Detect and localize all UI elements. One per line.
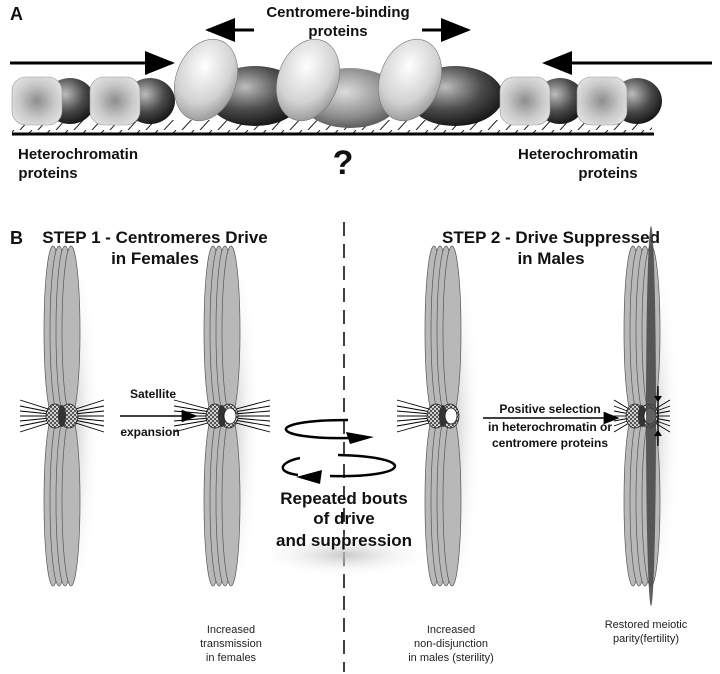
- svg-text:in Males: in Males: [517, 249, 584, 268]
- chromosome-initial: [19, 236, 105, 616]
- caption-restored-parity: Restored meiotic parity(fertility): [605, 619, 688, 645]
- chromosome-restored: [613, 226, 680, 616]
- svg-text:Centromere-binding: Centromere-binding: [266, 4, 409, 21]
- question-mark: ?: [333, 144, 354, 182]
- centromere-binding-label: Centromere-binding proteins: [266, 4, 409, 40]
- svg-text:Heterochromatin: Heterochromatin: [518, 146, 638, 163]
- centromere-binding-proteins: [174, 38, 442, 122]
- svg-text:non-disjunction: non-disjunction: [414, 638, 488, 650]
- spindle-fibers: [396, 399, 432, 433]
- svg-text:Repeated bouts: Repeated bouts: [280, 489, 408, 508]
- svg-text:of drive: of drive: [313, 509, 374, 528]
- svg-text:Satellite: Satellite: [130, 387, 176, 401]
- svg-text:in males (sterility): in males (sterility): [408, 652, 494, 664]
- right-heterochromatin-proteins: [499, 76, 662, 126]
- caption-increased-transmission: Increased transmission in females: [200, 624, 262, 664]
- spindle-fibers: [19, 399, 105, 433]
- left-heterochromatin-label: Heterochromatin proteins: [18, 146, 138, 182]
- svg-text:Restored meiotic: Restored meiotic: [605, 619, 688, 631]
- positive-selection-label: Positive selection in heterochromatin or…: [488, 402, 612, 450]
- svg-text:Positive selection: Positive selection: [499, 402, 600, 416]
- svg-text:Increased: Increased: [207, 624, 255, 636]
- satellite-expansion-label: Satellite expansion: [120, 387, 179, 439]
- chromosome-satellite-expanded: [173, 236, 271, 616]
- expanded-satellite: [223, 407, 237, 425]
- chromosome-diagrams: [19, 226, 680, 616]
- svg-text:centromere proteins: centromere proteins: [492, 436, 608, 450]
- expanded-satellite: [444, 407, 458, 425]
- svg-text:STEP 1 - Centromeres Drive: STEP 1 - Centromeres Drive: [42, 228, 268, 247]
- svg-text:parity(fertility): parity(fertility): [613, 633, 679, 645]
- step2-heading: STEP 2 - Drive Suppressed in Males: [442, 228, 660, 268]
- svg-text:in heterochromatin or: in heterochromatin or: [488, 420, 612, 434]
- panel-b-letter: B: [10, 228, 23, 248]
- svg-text:in Females: in Females: [111, 249, 199, 268]
- svg-text:Heterochromatin: Heterochromatin: [18, 146, 138, 163]
- svg-text:expansion: expansion: [120, 425, 179, 439]
- step1-heading: STEP 1 - Centromeres Drive in Females: [42, 228, 268, 268]
- svg-text:Increased: Increased: [427, 624, 475, 636]
- svg-text:in females: in females: [206, 652, 257, 664]
- svg-text:and suppression: and suppression: [276, 531, 412, 550]
- cycle-arrows: [255, 418, 435, 577]
- dna-hatched-region: [12, 120, 652, 134]
- chromosome-nondisjunction: [396, 236, 481, 616]
- left-heterochromatin-proteins: [11, 76, 175, 126]
- svg-text:proteins: proteins: [18, 165, 77, 182]
- svg-text:proteins: proteins: [308, 23, 367, 40]
- svg-text:STEP 2 - Drive Suppressed: STEP 2 - Drive Suppressed: [442, 228, 660, 247]
- caption-increased-nondisjunction: Increased non-disjunction in males (ster…: [408, 624, 494, 664]
- cycle-label: Repeated bouts of drive and suppression: [276, 489, 412, 550]
- right-heterochromatin-label: Heterochromatin proteins: [518, 146, 638, 182]
- svg-text:transmission: transmission: [200, 638, 262, 650]
- centromere-core-proteins: [207, 66, 503, 128]
- panel-a-letter: A: [10, 4, 23, 24]
- svg-text:proteins: proteins: [578, 165, 637, 182]
